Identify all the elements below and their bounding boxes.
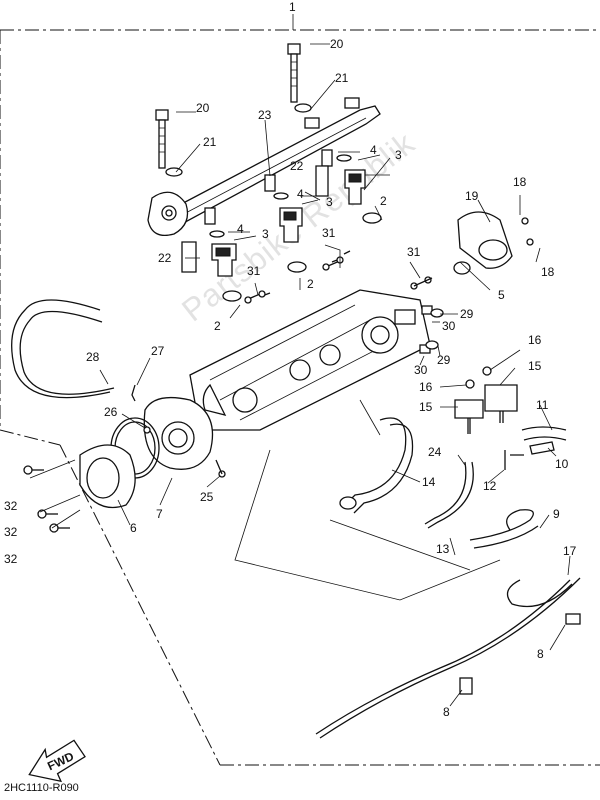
callout-4: 4 (297, 187, 304, 201)
callout-labels: 1 20 21 20 21 23 22 4 3 4 3 4 3 2 22 31 … (4, 0, 577, 719)
bolt-20 (155, 43, 301, 169)
callout-32: 32 (4, 552, 18, 566)
callout-16: 16 (419, 380, 433, 394)
hose-8 (315, 577, 581, 739)
callout-11: 11 (536, 398, 549, 412)
callout-26: 26 (104, 405, 118, 419)
fwd-arrow-icon: FWD (28, 739, 86, 783)
callout-32: 32 (4, 499, 18, 513)
screw-25-26 (143, 426, 226, 478)
callout-24: 24 (428, 445, 442, 459)
screw-set-31 (244, 250, 433, 304)
plug-29-30 (419, 305, 444, 354)
callout-31: 31 (322, 226, 336, 240)
callout-25: 25 (200, 490, 214, 504)
callout-20: 20 (196, 101, 210, 115)
screw-32 (23, 465, 70, 533)
injector-3 (211, 169, 366, 277)
callout-22: 22 (290, 159, 304, 173)
sensor-19 (453, 211, 534, 275)
callout-20: 20 (330, 37, 344, 51)
callout-29: 29 (460, 307, 474, 321)
callout-3: 3 (262, 227, 269, 241)
callout-31: 31 (247, 264, 261, 278)
callout-23: 23 (258, 108, 272, 122)
callout-2: 2 (380, 194, 387, 208)
callout-5: 5 (498, 288, 505, 302)
hose-28 (11, 299, 115, 399)
wire-27 (131, 384, 136, 402)
callout-3: 3 (395, 148, 402, 162)
assembly-boundary (0, 14, 600, 766)
callout-12: 12 (483, 479, 497, 493)
callout-19: 19 (465, 189, 479, 203)
callout-22: 22 (158, 251, 172, 265)
o-ring-4 (209, 154, 352, 238)
callout-32: 32 (4, 525, 18, 539)
callout-2: 2 (214, 319, 221, 333)
callout-14: 14 (422, 475, 436, 489)
callout-1: 1 (289, 0, 296, 14)
callout-10: 10 (555, 457, 569, 471)
callout-18: 18 (541, 265, 555, 279)
callout-4: 4 (370, 143, 377, 157)
callout-18: 18 (513, 175, 527, 189)
callout-9: 9 (553, 507, 560, 521)
callout-15: 15 (419, 400, 433, 414)
callout-6: 6 (130, 521, 137, 535)
callout-15: 15 (528, 359, 542, 373)
callout-4: 4 (237, 222, 244, 236)
callout-29: 29 (437, 353, 451, 367)
hose-13-9 (469, 509, 539, 549)
callout-21: 21 (203, 135, 217, 149)
hose-10-11-12 (504, 426, 567, 470)
callout-13: 13 (436, 542, 450, 556)
callout-3: 3 (326, 195, 333, 209)
cover-plate (79, 444, 136, 509)
callout-31: 31 (407, 245, 421, 259)
throttle-body (189, 289, 431, 431)
callout-30: 30 (442, 319, 456, 333)
callout-27: 27 (151, 344, 165, 358)
callout-17: 17 (563, 544, 577, 558)
callout-16: 16 (528, 333, 542, 347)
callout-28: 28 (86, 350, 100, 364)
callout-2: 2 (307, 277, 314, 291)
diagram-code: 2HC1110-R090 (4, 782, 79, 794)
callout-8: 8 (537, 647, 544, 661)
sensor-15-16 (454, 366, 518, 434)
intake-cover-7 (143, 396, 214, 470)
collar-22 (181, 165, 329, 273)
hose-14-24 (339, 417, 474, 529)
callout-30: 30 (414, 363, 428, 377)
leader-lines (29, 43, 571, 707)
fuel-rail (147, 97, 381, 237)
callout-8: 8 (443, 705, 450, 719)
callout-7: 7 (156, 507, 163, 521)
callout-21: 21 (335, 71, 349, 85)
